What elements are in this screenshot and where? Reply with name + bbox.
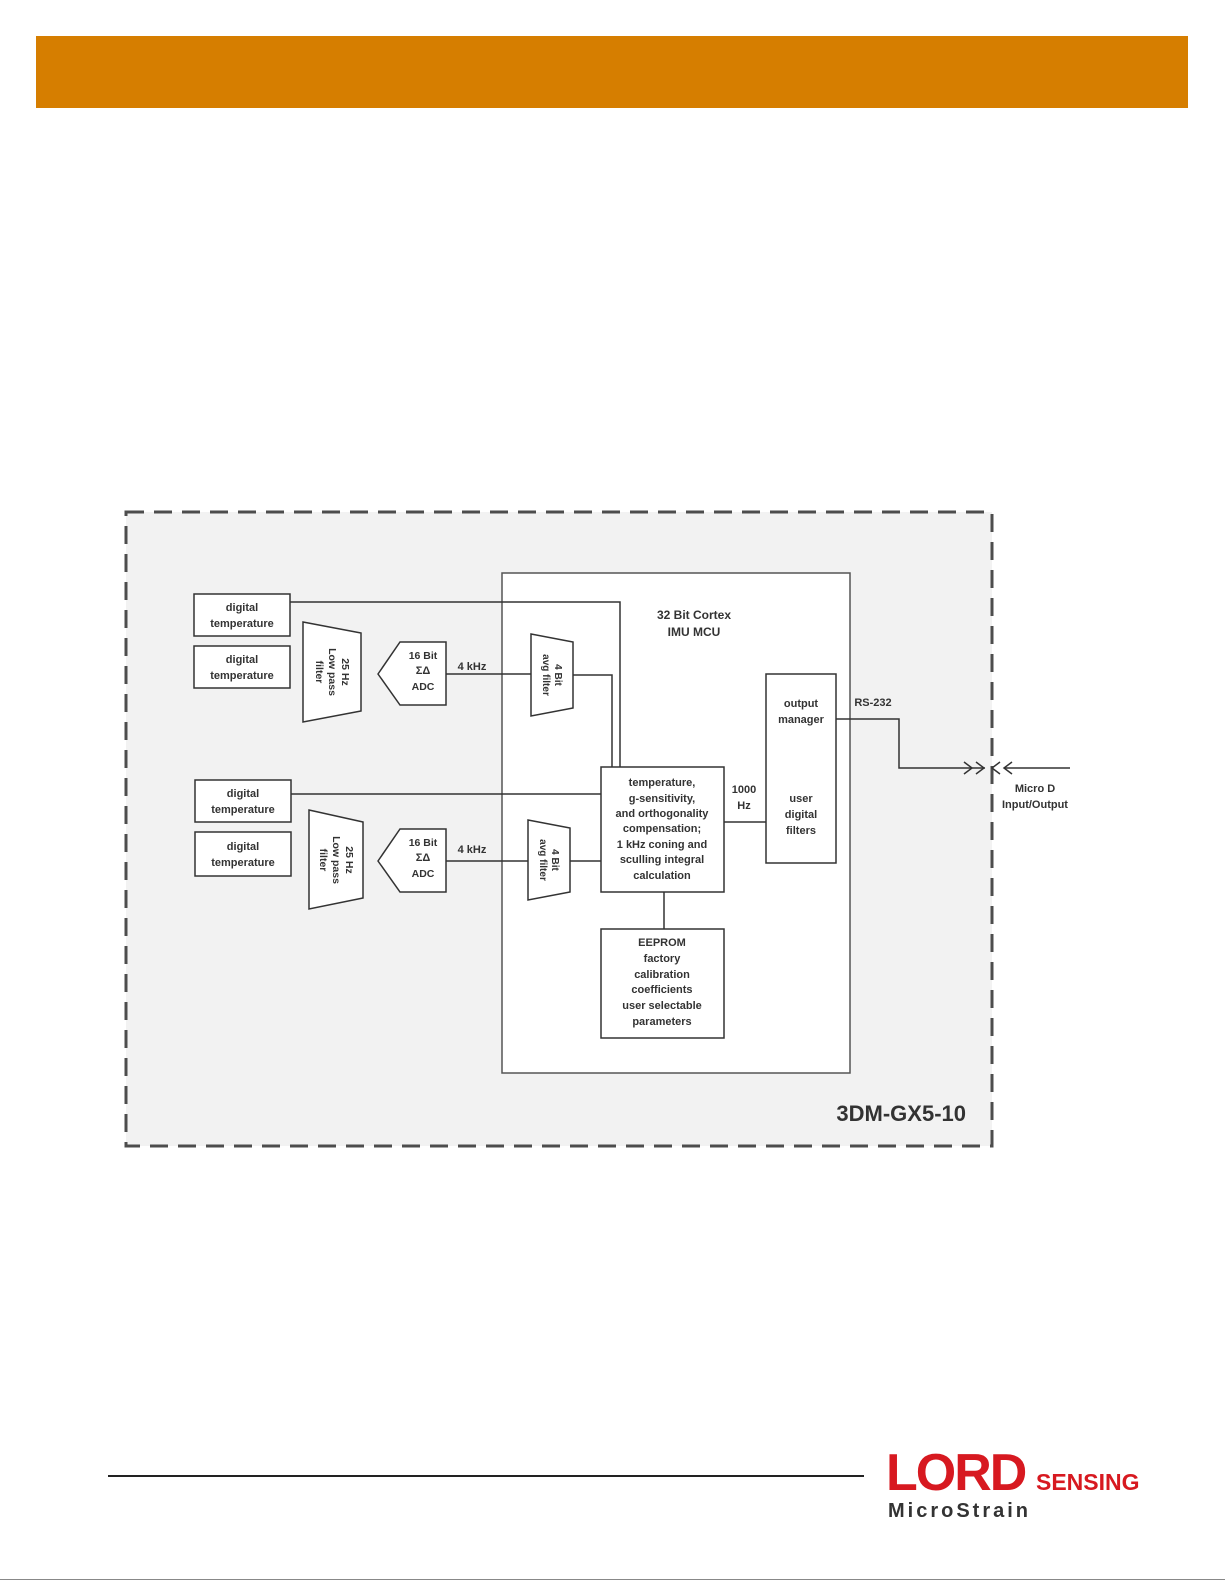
footer-rule — [108, 1475, 864, 1477]
svg-text:user selectable: user selectable — [622, 1000, 702, 1012]
svg-text:calibration: calibration — [634, 969, 690, 981]
sensor-box-4: digital temperature — [194, 831, 292, 877]
rate-label-1: 4 kHz — [458, 661, 487, 673]
svg-text:filter: filter — [317, 849, 329, 872]
eeprom-box: EEPROM factory calibration coefficients … — [600, 928, 725, 1039]
svg-text:and orthogonality: and orthogonality — [616, 808, 710, 820]
mcu-title-line1: 32 Bit Cortex — [657, 608, 731, 622]
svg-text:compensation;: compensation; — [623, 823, 701, 835]
logo-sensing-text: SENSING — [1036, 1469, 1140, 1495]
signal-lines — [290, 601, 1070, 929]
sensor-box-1: digital temperature — [193, 593, 291, 637]
svg-text:ADC: ADC — [412, 681, 435, 693]
output-manager-box: output manager user digital filters — [765, 673, 837, 864]
connector-label-line2: Input/Output — [1002, 799, 1068, 811]
svg-text:g-sensitivity,: g-sensitivity, — [629, 793, 695, 805]
svg-text:25 Hz: 25 Hz — [339, 658, 351, 685]
svg-text:filter: filter — [313, 661, 325, 684]
svg-text:temperature,: temperature, — [629, 777, 696, 789]
mcu-title-line2: IMU MCU — [668, 625, 721, 639]
svg-text:sculling integral: sculling integral — [620, 854, 704, 866]
rs232-label: RS-232 — [854, 697, 891, 709]
connector-label-line1: Micro D — [1015, 783, 1055, 795]
svg-text:EEPROM: EEPROM — [638, 937, 686, 949]
svg-text:digital: digital — [227, 788, 259, 800]
svg-text:temperature: temperature — [210, 670, 274, 682]
svg-text:Low pass: Low pass — [326, 648, 338, 696]
adc-block-2: 16 Bit ΣΔ ADC — [377, 828, 447, 893]
svg-text:avg filter: avg filter — [537, 839, 548, 881]
header-bar — [36, 36, 1188, 108]
rate-1000hz-line1: 1000 — [732, 784, 756, 796]
rate-1000hz-line2: Hz — [737, 800, 751, 812]
svg-text:parameters: parameters — [632, 1016, 691, 1028]
logo-sub-text: MicroStrain — [888, 1500, 1032, 1522]
lowpass-filter-2: 25 Hz Low pass filter — [308, 809, 364, 910]
svg-text:16 Bit: 16 Bit — [409, 837, 438, 849]
sensor-box-3: digital temperature — [194, 779, 292, 823]
svg-text:coefficients: coefficients — [631, 984, 692, 996]
svg-text:digital: digital — [226, 602, 258, 614]
svg-text:Low pass: Low pass — [330, 836, 342, 884]
rate-label-2: 4 kHz — [458, 844, 487, 856]
svg-text:16 Bit: 16 Bit — [409, 650, 438, 662]
svg-text:output: output — [784, 698, 819, 710]
svg-text:ΣΔ: ΣΔ — [416, 852, 431, 864]
svg-text:user: user — [789, 793, 813, 805]
svg-text:temperature: temperature — [211, 857, 275, 869]
svg-text:avg filter: avg filter — [540, 654, 551, 696]
svg-text:digital: digital — [785, 809, 817, 821]
logo-main-text: LORD — [886, 1444, 1027, 1502]
svg-text:factory: factory — [644, 953, 682, 965]
svg-text:filters: filters — [786, 825, 816, 837]
product-label: 3DM-GX5-10 — [836, 1101, 966, 1126]
svg-text:calculation: calculation — [633, 870, 691, 882]
svg-text:4 Bit: 4 Bit — [549, 849, 560, 871]
company-logo: LORD SENSING MicroStrain — [886, 1447, 1146, 1527]
svg-text:digital: digital — [226, 654, 258, 666]
svg-text:ADC: ADC — [412, 868, 435, 880]
svg-text:digital: digital — [227, 841, 259, 853]
bottom-rule — [0, 1579, 1225, 1580]
adc-block-1: 16 Bit ΣΔ ADC — [377, 641, 447, 706]
svg-text:1 kHz coning and: 1 kHz coning and — [617, 839, 707, 851]
avg-filter-1: 4 Bit avg filter — [530, 633, 574, 717]
svg-text:temperature: temperature — [211, 804, 275, 816]
svg-text:ΣΔ: ΣΔ — [416, 665, 431, 677]
svg-text:25 Hz: 25 Hz — [343, 846, 355, 873]
svg-text:manager: manager — [778, 714, 825, 726]
svg-text:4 Bit: 4 Bit — [552, 664, 563, 686]
sensor-box-2: digital temperature — [193, 645, 291, 689]
avg-filter-2: 4 Bit avg filter — [527, 819, 571, 901]
svg-text:temperature: temperature — [210, 618, 274, 630]
lowpass-filter-1: 25 Hz Low pass filter — [302, 621, 362, 723]
compensation-box: temperature, g-sensitivity, and orthogon… — [600, 766, 725, 893]
